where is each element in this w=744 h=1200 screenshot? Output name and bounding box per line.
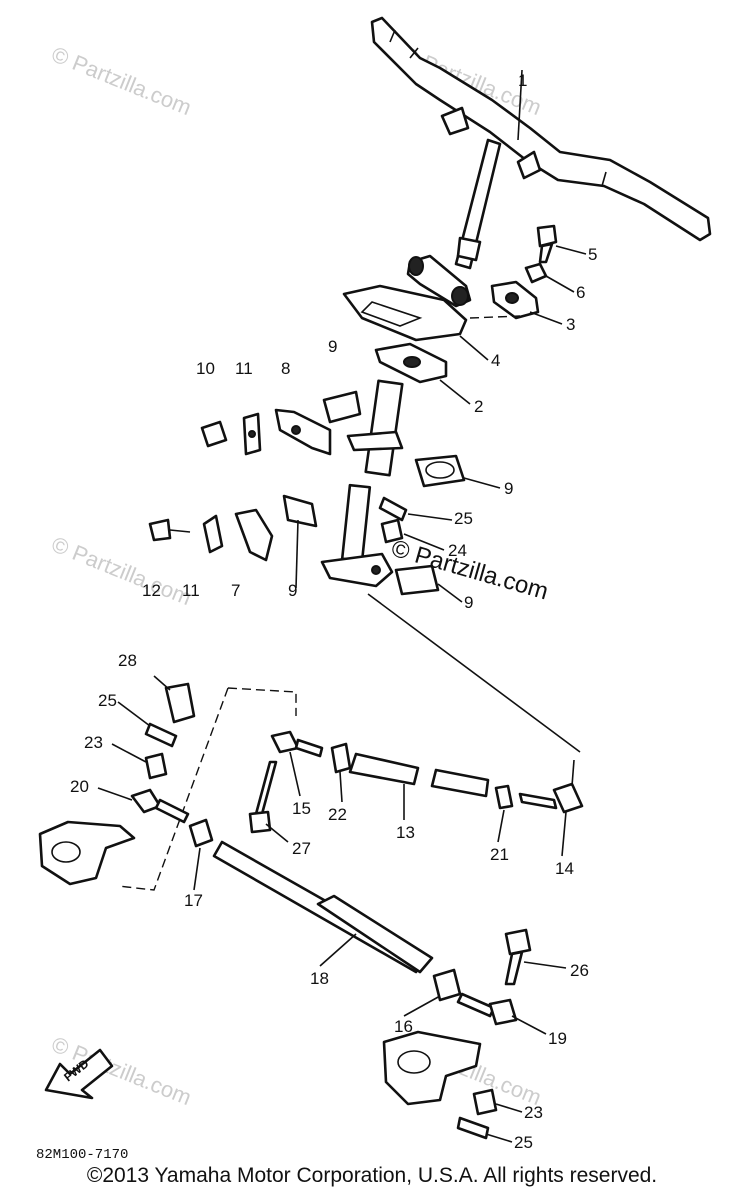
bolt-12	[148, 518, 191, 542]
handlebar	[370, 16, 712, 308]
bracket-8	[274, 408, 332, 456]
bolt-5	[536, 224, 558, 264]
bushing-9-d	[282, 494, 318, 528]
callout: 24	[448, 541, 467, 560]
plate-11-upper	[242, 412, 262, 456]
callout: 9	[328, 337, 337, 356]
callout: 27	[292, 839, 311, 858]
callout: 13	[396, 823, 415, 842]
tie-rod-end-15	[270, 730, 324, 758]
relay-rod-18	[212, 840, 434, 974]
plate-11-lower	[202, 514, 224, 554]
ball-joint-16	[432, 968, 462, 1002]
callout: 10	[196, 359, 215, 378]
callout: 25	[454, 509, 473, 528]
leader-17	[117, 687, 229, 891]
copyright-notice: ©2013 Yamaha Motor Corporation, U.S.A. A…	[86, 1164, 658, 1187]
callout: 16	[394, 1017, 413, 1036]
clamp-3	[490, 280, 540, 320]
grommet-10	[200, 420, 228, 448]
callout: 6	[576, 283, 585, 302]
bolt-25-left	[144, 722, 178, 748]
knuckle-left	[38, 820, 136, 886]
callout: 18	[310, 969, 329, 988]
tie-rod-end-14	[518, 759, 584, 814]
tie-rod-end-20	[130, 788, 190, 824]
callout: 9	[288, 581, 297, 600]
knuckle-right	[382, 1030, 482, 1106]
tie-rod-13	[348, 752, 420, 786]
callout: 3	[566, 315, 575, 334]
bushing-9-c	[394, 564, 440, 596]
adjuster-27	[248, 760, 278, 834]
leader-tierod	[367, 593, 581, 753]
callout: 8	[281, 359, 290, 378]
callout: 11	[235, 359, 253, 378]
callout: 20	[70, 777, 89, 796]
callout: 21	[490, 845, 509, 864]
callout: 9	[464, 593, 473, 612]
callout: 22	[328, 805, 347, 824]
callout: 25	[98, 691, 117, 710]
bushing-9-b	[414, 454, 466, 488]
ball-joint-17	[188, 818, 214, 848]
callout: 9	[504, 479, 513, 498]
bracket-7	[234, 508, 274, 562]
bolt-25-mid	[378, 496, 408, 522]
callout: 7	[231, 581, 240, 600]
callout: 15	[292, 799, 311, 818]
bushing-9-a	[322, 390, 362, 424]
fwd-arrow-icon: FWD	[44, 1048, 114, 1100]
watermark: © Partzilla.com	[48, 531, 195, 610]
callout: 5	[588, 245, 597, 264]
callout: 25	[514, 1133, 533, 1152]
leader-clamp	[469, 315, 521, 319]
lower-column	[320, 483, 394, 588]
leader-28	[227, 687, 297, 716]
bolt-25-right	[456, 1116, 490, 1140]
nut-23-left	[144, 752, 168, 780]
callout: 14	[555, 859, 574, 878]
callout: 23	[84, 733, 103, 752]
callout: 2	[474, 397, 483, 416]
steering-column-2	[346, 342, 448, 477]
tie-rod-sleeve	[430, 768, 490, 798]
callout-numbers: 1 2 3 4 5 6 7 8 9 9 9 9 10 11 11 12 13 1…	[70, 71, 597, 1152]
callout: 11	[182, 581, 200, 600]
nut-22	[330, 742, 352, 774]
callout: 1	[518, 71, 527, 90]
nut-6	[524, 262, 548, 284]
tie-rod-end-19	[456, 992, 518, 1026]
diagram-code: 82M100-7170	[36, 1147, 128, 1163]
bolt-26	[504, 928, 532, 986]
watermark: © Partzilla.com	[48, 41, 195, 120]
nut-23-right	[472, 1088, 498, 1116]
cap-28	[164, 682, 196, 724]
callout: 12	[142, 581, 161, 600]
callout: 23	[524, 1103, 543, 1122]
callout: 26	[570, 961, 589, 980]
callout: 17	[184, 891, 203, 910]
nut-21	[494, 784, 514, 810]
column-plate-4	[342, 284, 468, 342]
nut-24	[380, 518, 404, 544]
callout: 28	[118, 651, 137, 670]
callout: 4	[491, 351, 500, 370]
leader-lines	[97, 69, 587, 1143]
callout: 19	[548, 1029, 567, 1048]
